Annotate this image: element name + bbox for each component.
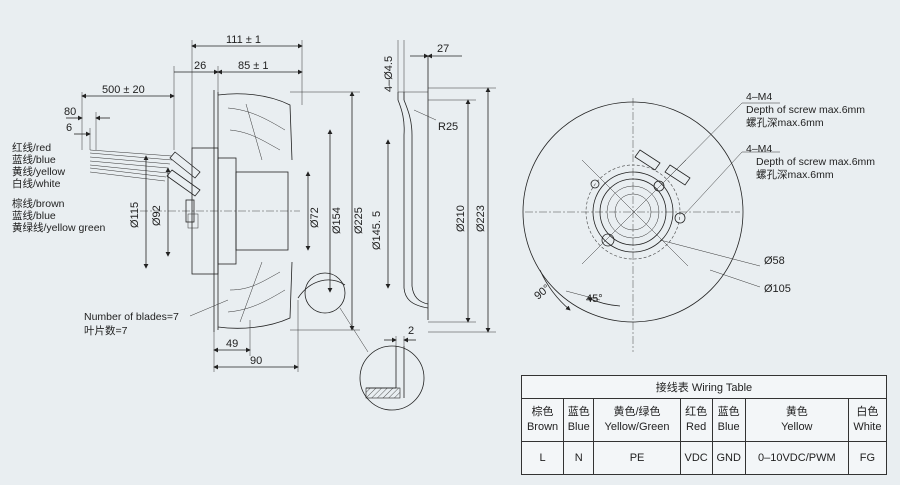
blades-label-cn: 叶片数=7 [84, 324, 128, 337]
wire-label-blue: 蓝线/blue [12, 153, 56, 166]
dim-26: 26 [194, 60, 206, 72]
screw1-title: 4–M4 [746, 91, 772, 103]
dim-154: Ø154 [331, 207, 343, 234]
dim-85: 85 ± 1 [238, 60, 269, 72]
dim-90: 90 [250, 355, 262, 367]
wiring-cell: FG [847, 441, 888, 475]
dim-58: Ø58 [764, 255, 785, 267]
dim-r25: R25 [438, 121, 458, 133]
dim-27: 27 [437, 43, 449, 55]
dim-225: Ø225 [353, 207, 365, 234]
wiring-cell: VDC [679, 441, 713, 475]
wire-label-blue2: 蓝线/blue [12, 209, 56, 222]
dim-145-5: Ø145. 5 [371, 211, 383, 250]
side-view: 111 ± 1 26 85 ± 1 500 ± 20 80 6 Ø115 Ø92… [12, 34, 369, 372]
dim-111: 111 ± 1 [226, 34, 261, 46]
front-view: 45° 90° Ø58 Ø105 4–M4 Depth of screw max… [522, 91, 875, 352]
wire-label-yellow: 黄线/yellow [12, 165, 66, 178]
screw2-cn: 螺孔深max.6mm [756, 168, 834, 181]
blades-label-en: Number of blades=7 [84, 311, 179, 323]
wiring-cell: 0–10VDC/PWM [744, 441, 849, 475]
wiring-cell: GND [711, 441, 746, 475]
dim-115: Ø115 [129, 202, 141, 228]
wiring-cell: N [563, 441, 595, 475]
dim-80: 80 [64, 106, 76, 118]
wire-label-red: 红线/red [12, 141, 51, 154]
dim-500: 500 ± 20 [102, 84, 145, 96]
dim-2: 2 [408, 325, 414, 337]
wiring-table-title: 接线表 Wiring Table [521, 375, 887, 399]
dim-210: Ø210 [455, 205, 467, 232]
dim-49: 49 [226, 338, 238, 350]
dim-4-phi-4-5: 4–Ø4.5 [383, 56, 395, 92]
angle-45: 45° [586, 293, 603, 305]
dim-92: Ø92 [151, 205, 163, 226]
screw2-title: 4–M4 [746, 143, 772, 155]
wiring-cell: L [520, 441, 565, 475]
screw1-cn: 螺孔深max.6mm [746, 116, 824, 129]
angle-90: 90° [532, 282, 552, 302]
dim-6: 6 [66, 122, 72, 134]
dim-72: Ø72 [309, 207, 321, 228]
wire-label-brown: 棕线/brown [12, 197, 65, 210]
detail-view: 2 [359, 325, 425, 411]
screw1-en: Depth of screw max.6mm [746, 104, 865, 116]
section-view: 4–Ø4.5 27 R25 Ø145. 5 Ø210 Ø223 [371, 40, 496, 333]
wire-label-white: 白线/white [12, 177, 61, 190]
dim-223: Ø223 [475, 205, 487, 232]
wiring-cell: PE [593, 441, 681, 475]
screw2-en: Depth of screw max.6mm [756, 156, 875, 168]
wire-label-yellow-green: 黄绿线/yellow green [12, 221, 106, 234]
dim-105: Ø105 [764, 283, 791, 295]
